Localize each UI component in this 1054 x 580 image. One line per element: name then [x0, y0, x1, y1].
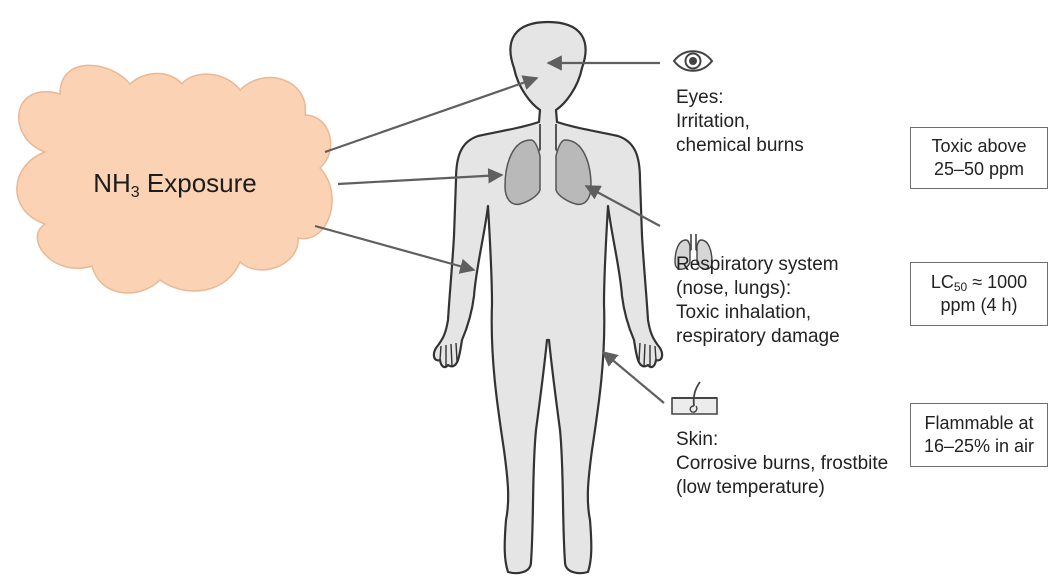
flammable-line-2: 16–25% in air: [911, 435, 1047, 458]
eyes-effects-text: Eyes: Irritation, chemical burns: [676, 86, 804, 158]
exposure-label: NH3 Exposure: [30, 168, 320, 199]
toxic-line-2: 25–50 ppm: [911, 158, 1047, 181]
skin-effects-text: Skin: Corrosive burns, frostbite (low te…: [676, 428, 888, 500]
skin-line: Skin:: [676, 428, 888, 452]
respiratory-line: Respiratory system: [676, 253, 840, 277]
eyes-line: Eyes:: [676, 86, 804, 110]
respiratory-line: Toxic inhalation,: [676, 301, 840, 325]
eye-icon: [674, 51, 712, 71]
flammable-line-1: Flammable at: [911, 412, 1047, 435]
flammability-box: Flammable at 16–25% in air: [910, 403, 1048, 467]
lc50-line-2: ppm (4 h): [911, 294, 1047, 317]
skin-line: (low temperature): [676, 476, 888, 500]
eyes-line: chemical burns: [676, 134, 804, 158]
skin-hair-icon: [672, 382, 717, 414]
toxic-threshold-box: Toxic above 25–50 ppm: [910, 127, 1048, 189]
toxic-line-1: Toxic above: [911, 135, 1047, 158]
eyes-line: Irritation,: [676, 110, 804, 134]
human-body: [434, 22, 662, 573]
respiratory-effects-text: Respiratory system (nose, lungs): Toxic …: [676, 253, 840, 349]
arrow-cloud-to-arm: [315, 226, 474, 270]
skin-line: Corrosive burns, frostbite: [676, 452, 888, 476]
respiratory-line: (nose, lungs):: [676, 277, 840, 301]
lc50-box: LC50 ≈ 1000 ppm (4 h): [910, 262, 1048, 326]
lc50-line-1: LC50 ≈ 1000: [911, 271, 1047, 294]
respiratory-line: respiratory damage: [676, 325, 840, 349]
